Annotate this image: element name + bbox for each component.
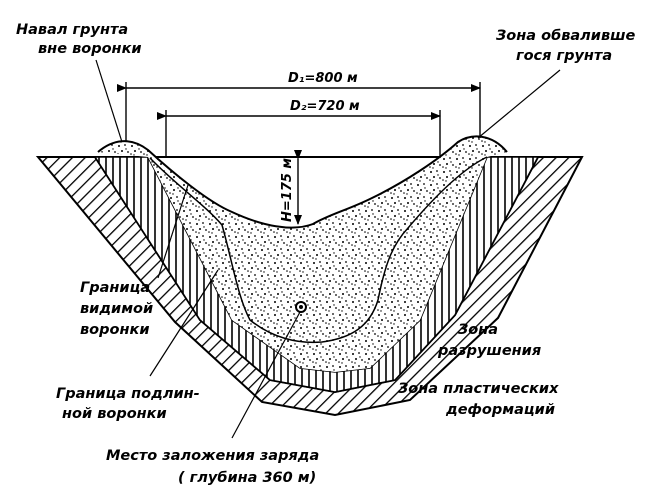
true-boundary-label-line1: Граница подлин- xyxy=(56,386,200,402)
plastic-zone-label-line1: Зона пластических xyxy=(398,381,559,397)
visible-boundary-label-line1: Граница xyxy=(80,280,150,296)
charge-leader-line xyxy=(231,311,301,439)
visible-boundary-label-line3: воронки xyxy=(80,322,150,338)
rupture-zone-label-line2: разрушения xyxy=(437,343,541,359)
d1-label: D₁=800 м xyxy=(288,71,358,86)
spoil-leader-line xyxy=(95,59,123,143)
visible-crater-boundary xyxy=(97,135,508,229)
charge-label-line2: ( глубина 360 м) xyxy=(178,470,316,486)
collapse-label-line2: гося грунта xyxy=(516,48,612,64)
rupture-zone-label-line1: Зона xyxy=(458,322,498,338)
charge-location-dot xyxy=(299,305,303,309)
collapse-label-line1: Зона обвалившe xyxy=(496,28,636,44)
charge-label-line1: Место заложения заряда xyxy=(106,448,319,464)
depth-label: H=175 м xyxy=(280,158,295,222)
collapsed-soil-zone xyxy=(98,136,507,372)
plastic-zone-label-line2: деформаций xyxy=(445,402,555,418)
collapse-zone-inner-boundary xyxy=(149,156,488,344)
collapse-leader-line xyxy=(477,69,561,139)
true-boundary-leader-line xyxy=(149,269,219,377)
true-boundary-label-line2: ной воронки xyxy=(62,406,167,422)
visible-boundary-leader-line xyxy=(157,184,189,279)
spoil-label-line1: Навал грунта xyxy=(16,22,128,38)
visible-boundary-label-line2: видимой xyxy=(80,301,153,317)
d2-label: D₂=720 м xyxy=(290,99,360,114)
spoil-label-line2: вне воронки xyxy=(38,41,142,57)
